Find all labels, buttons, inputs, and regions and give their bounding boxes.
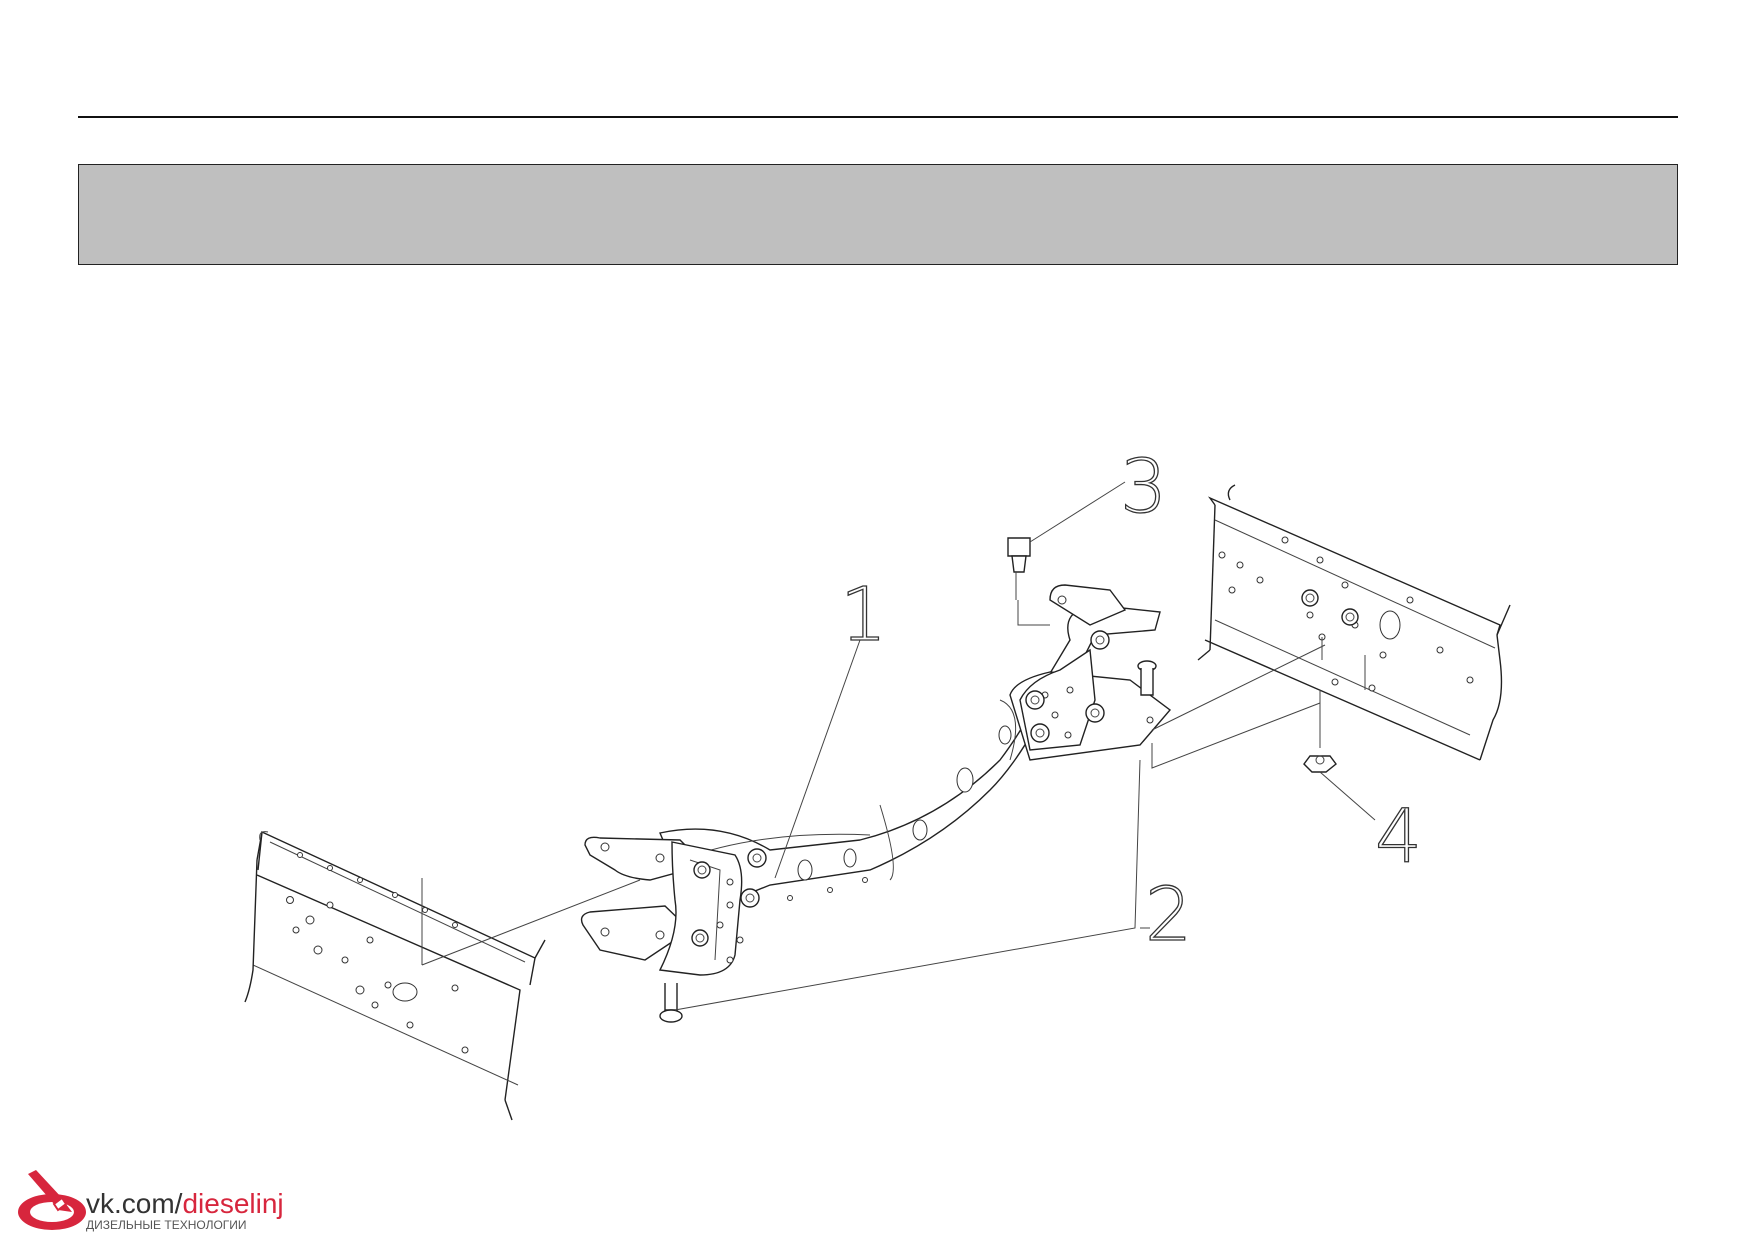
- callout-3: 3: [1120, 444, 1167, 530]
- right-rail-nuts: [1301, 589, 1359, 626]
- assembly-lines: [421, 644, 1326, 1011]
- watermark-text: vk.com/dieselinj ДИЗЕЛЬНЫЕ ТЕХНОЛОГИИ: [86, 1190, 284, 1233]
- bolt: [1007, 537, 1050, 626]
- callout-4: 4: [1375, 794, 1422, 880]
- watermark-tagline: ДИЗЕЛЬНЫЕ ТЕХНОЛОГИИ: [86, 1218, 247, 1232]
- watermark-url[interactable]: vk.com/dieselinj: [86, 1190, 284, 1218]
- right-mounting-bracket: [1009, 584, 1172, 761]
- right-rail-holes: [1218, 536, 1474, 692]
- left-bracket-nuts: [691, 848, 767, 947]
- title-band: [78, 164, 1678, 265]
- left-mounting-bracket: [580, 836, 767, 976]
- right-bracket-nuts: [1025, 630, 1110, 743]
- watermark-name: dieselinj: [182, 1188, 284, 1219]
- callout-leaders: [774, 481, 1376, 929]
- flange-nut: [1303, 755, 1337, 773]
- left-frame-rail: [244, 830, 546, 1121]
- left-rail-holes: [286, 852, 469, 1054]
- callout-1: 1: [840, 572, 887, 658]
- header-rule: [78, 116, 1678, 118]
- callout-2: 2: [1145, 872, 1192, 958]
- right-frame-rail: [1197, 484, 1511, 761]
- fuel-injector-icon: [18, 1170, 86, 1230]
- rivet-lower: [659, 983, 683, 1023]
- watermark-domain: vk.com/: [86, 1188, 183, 1219]
- rivet-upper: [1137, 660, 1157, 696]
